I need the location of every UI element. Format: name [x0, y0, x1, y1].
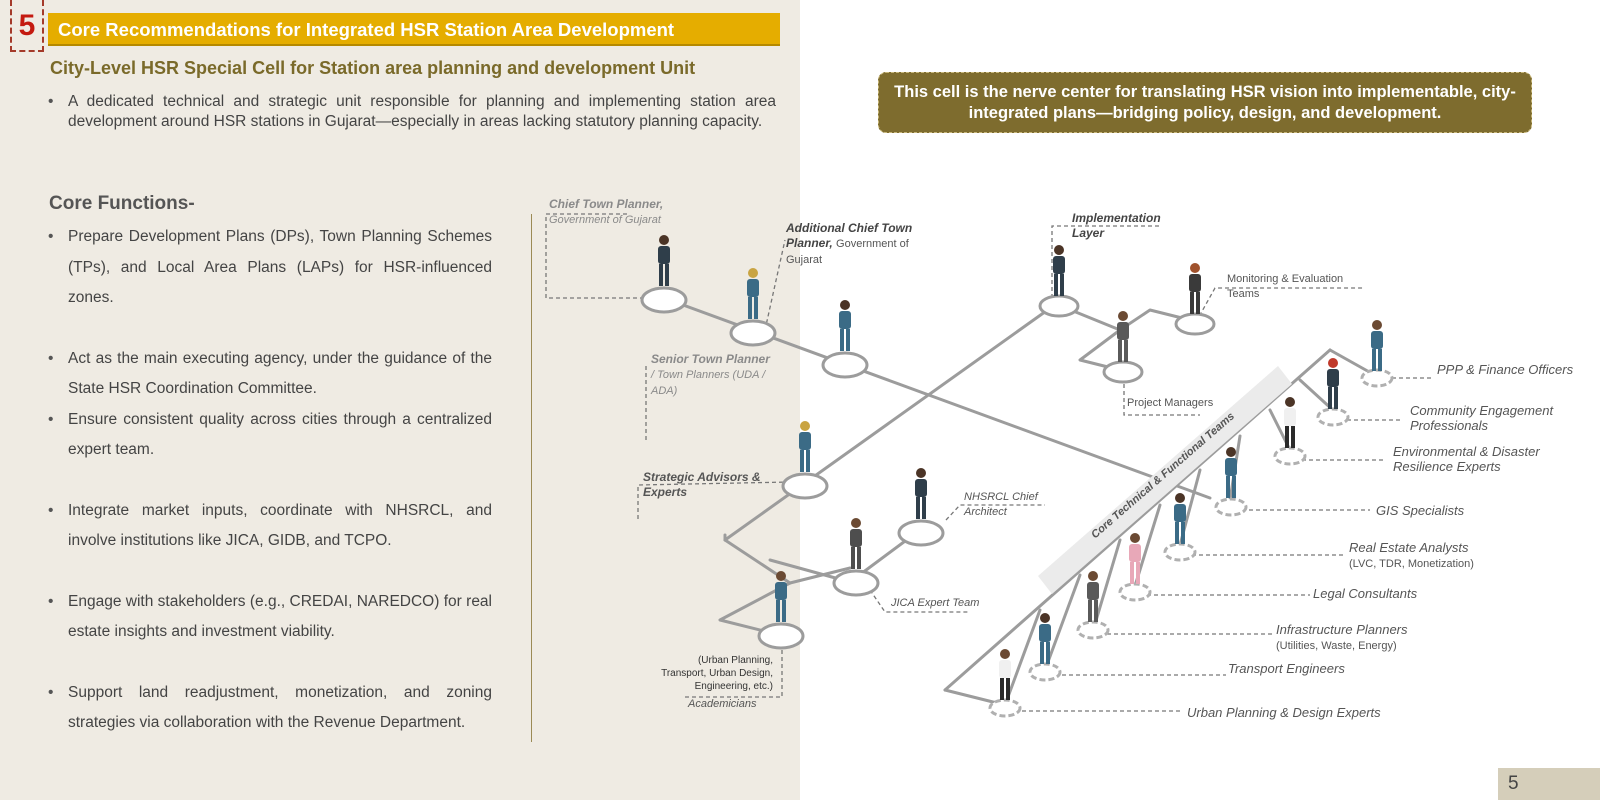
function-item: Engage with stakeholders (e.g., CREDAI, … [48, 587, 492, 648]
person-icon [1327, 358, 1339, 409]
function-item: Ensure consistent quality across cities … [48, 405, 492, 466]
label-senior-town-planner: Senior Town Planner / Town Planners (UDA… [651, 352, 770, 397]
person-icon [1039, 613, 1051, 664]
subtitle: City-Level HSR Special Cell for Station … [50, 58, 696, 78]
person-icon [1189, 263, 1201, 314]
label-community-engagement: Community Engagement Professionals [1410, 403, 1554, 433]
person-icon [1053, 245, 1065, 296]
page-number: 5 [1498, 768, 1600, 800]
label-legal: Legal Consultants [1313, 586, 1418, 601]
divider-line [531, 214, 532, 742]
person-icon [1129, 533, 1141, 584]
label-environmental: Environmental & Disaster Resilience Expe… [1393, 444, 1540, 474]
section-number: 5 [10, 0, 44, 52]
label-chief-town-planner: Chief Town Planner, Government of Gujara… [549, 197, 664, 226]
callout-box: This cell is the nerve center for transl… [878, 72, 1532, 133]
label-gis: GIS Specialists [1376, 503, 1465, 518]
person-icon [1117, 311, 1129, 362]
label-real-estate: Real Estate Analysts (LVC, TDR, Monetiza… [1349, 540, 1474, 570]
person-figures [658, 235, 1383, 700]
node-rings [640, 286, 1216, 650]
label-academicians-detail: (Urban Planning, Transport, Urban Design… [661, 655, 773, 692]
label-transport: Transport Engineers [1228, 661, 1345, 676]
label-ppp-finance: PPP & Finance Officers [1437, 362, 1574, 377]
label-urban-planning: Urban Planning & Design Experts [1187, 705, 1381, 720]
person-icon [747, 268, 759, 319]
core-functions-heading: Core Functions- [49, 193, 195, 214]
intro-text: A dedicated technical and strategic unit… [48, 92, 776, 132]
person-icon [799, 421, 811, 472]
person-icon [1284, 397, 1296, 448]
core-band [1038, 366, 1292, 594]
person-icon [1174, 493, 1186, 544]
label-jica: JICA Expert Team [891, 597, 980, 609]
function-item: Act as the main executing agency, under … [48, 344, 492, 405]
function-item: Support land readjustment, monetization,… [48, 678, 492, 739]
function-item: Integrate market inputs, coordinate with… [48, 496, 492, 557]
person-icon [1225, 447, 1237, 498]
person-icon [999, 649, 1011, 700]
person-icon [658, 235, 670, 286]
person-icon [1371, 320, 1383, 371]
person-icon [850, 518, 862, 569]
person-icon [915, 468, 927, 519]
label-monitoring: Monitoring & Evaluation Teams [1227, 273, 1344, 300]
page-title: Core Recommendations for Integrated HSR … [48, 13, 780, 46]
core-node-rings [988, 368, 1394, 718]
label-implementation-layer: Implementation Layer [1072, 211, 1161, 240]
label-nhsrcl: NHSRCL Chief Architect [964, 491, 1038, 518]
dashed-connectors [545, 213, 1434, 712]
label-infrastructure: Infrastructure Planners (Utilities, Wast… [1276, 622, 1408, 652]
core-teams-label: Core Technical & Functional Teams [1089, 410, 1237, 541]
core-functions-list: Prepare Development Plans (DPs), Town Pl… [48, 222, 492, 739]
person-icon [1087, 571, 1099, 622]
person-icon [839, 300, 851, 351]
person-icon [775, 571, 787, 622]
function-item: Prepare Development Plans (DPs), Town Pl… [48, 222, 492, 314]
label-strategic-advisors: Strategic Advisors & Experts [643, 470, 761, 499]
intro-block: A dedicated technical and strategic unit… [48, 92, 776, 132]
label-academicians: Academicians [688, 698, 757, 710]
label-project-managers: Project Managers [1127, 397, 1214, 409]
label-additional-chief-town-planner: Additional Chief Town Planner, Governmen… [786, 221, 913, 266]
